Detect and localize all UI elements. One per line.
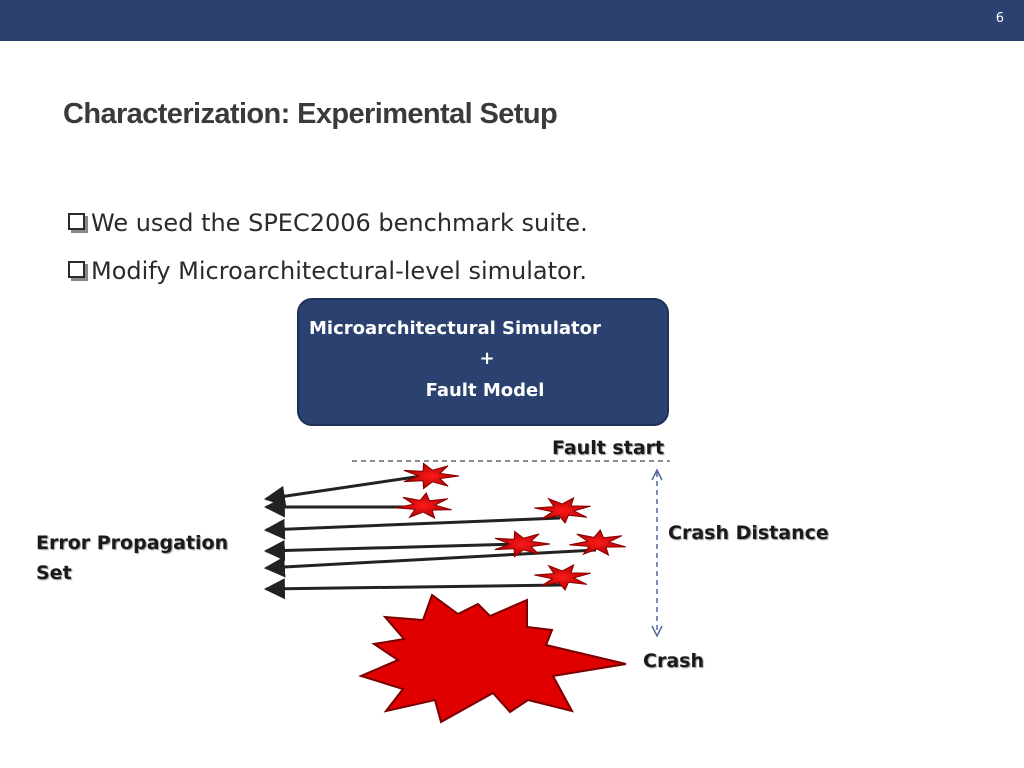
- fault-model-label: Fault Model: [425, 380, 545, 401]
- propagation-arrows: [263, 474, 597, 600]
- simulator-label: Microarchitectural Simulator: [309, 318, 601, 339]
- bullet-text: Modify Microarchitectural-level simulato…: [91, 256, 587, 285]
- fault-burst-icon: [395, 492, 452, 520]
- checkbox-bullet-icon: [68, 213, 85, 230]
- bullet-item: We used the SPEC2006 benchmark suite.: [68, 205, 588, 240]
- propagation-arrow: [263, 474, 423, 507]
- error-set-label-line2: Set: [36, 562, 72, 584]
- fault-burst-icon: [403, 462, 460, 490]
- checkbox-bullet-icon: [68, 261, 85, 278]
- crash-distance-arrow: [651, 468, 663, 638]
- fault-burst-icon: [494, 530, 551, 558]
- fault-burst-icon: [534, 496, 591, 524]
- crash-distance-label: Crash Distance: [668, 522, 829, 544]
- crash-burst-icon: [358, 593, 627, 724]
- bullet-text: We used the SPEC2006 benchmark suite.: [91, 208, 588, 237]
- plus-sign: +: [479, 348, 495, 369]
- slide-number: 6: [995, 11, 1004, 26]
- bullet-item: Modify Microarchitectural-level simulato…: [68, 253, 588, 288]
- slide-title: Characterization: Experimental Setup: [63, 98, 558, 130]
- bullet-list: We used the SPEC2006 benchmark suite. Mo…: [68, 205, 588, 301]
- propagation-arrow: [263, 578, 563, 600]
- fault-bursts: [395, 462, 626, 591]
- propagation-arrow: [263, 539, 521, 561]
- fault-burst-icon: [534, 563, 591, 591]
- simulator-box: Microarchitectural Simulator + Fault Mod…: [297, 298, 669, 426]
- error-set-label-line1: Error Propagation: [36, 532, 229, 554]
- fault-start-label: Fault start: [552, 437, 665, 459]
- propagation-arrow: [263, 516, 561, 540]
- fault-burst-icon: [569, 529, 626, 557]
- propagation-arrow: [263, 548, 597, 578]
- error-propagation-set-label: Error Propagation Set: [36, 528, 228, 588]
- header-bar: 6: [0, 0, 1024, 41]
- crash-label: Crash: [643, 650, 704, 672]
